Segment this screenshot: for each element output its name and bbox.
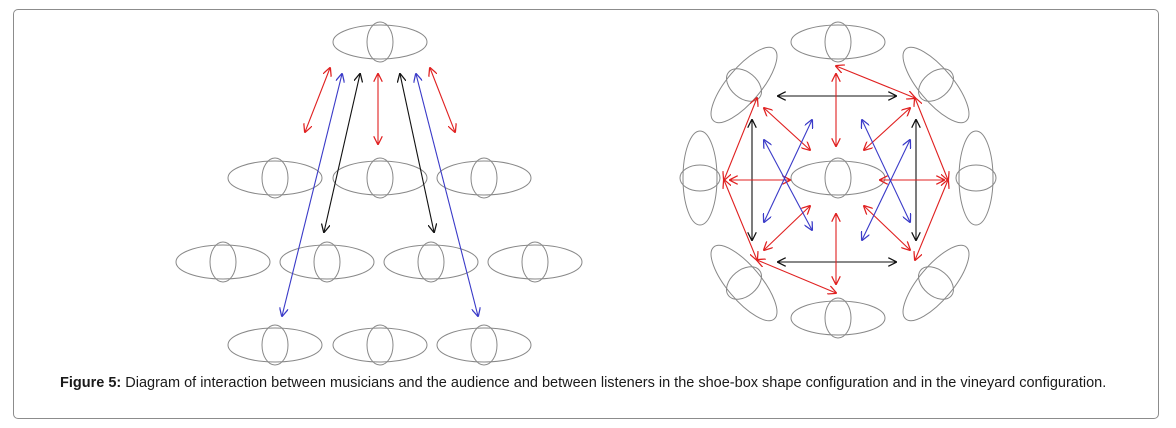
- person-head: [261, 157, 289, 199]
- person-head: [824, 21, 852, 63]
- shoebox-arrows: [282, 68, 478, 316]
- person-body: [227, 327, 323, 363]
- person-body: [332, 327, 428, 363]
- arrow-listener-listener: [864, 206, 910, 250]
- person-body: [790, 24, 886, 60]
- person-head: [918, 68, 954, 102]
- person-head: [209, 241, 237, 283]
- shoebox-people: [175, 21, 583, 366]
- person-body: [279, 244, 375, 280]
- person-head: [955, 164, 997, 192]
- person-body: [332, 24, 428, 60]
- listener: [790, 297, 886, 339]
- arrow-listener-listener: [915, 98, 948, 180]
- listener: [710, 244, 778, 322]
- person-body: [790, 160, 886, 196]
- vineyard-configuration: [679, 21, 997, 339]
- arrow-listener-listener: [862, 120, 910, 222]
- arrow-listener-listener: [724, 180, 757, 260]
- person-body: [902, 244, 970, 322]
- person-head: [726, 266, 762, 300]
- vineyard-people: [679, 21, 997, 339]
- listener: [332, 157, 428, 199]
- person-head: [366, 21, 394, 63]
- person-body: [436, 160, 532, 196]
- person-head: [726, 68, 762, 102]
- arrow-musician-audience: [416, 74, 478, 316]
- arrow-listener-listener: [764, 140, 812, 230]
- person-head: [417, 241, 445, 283]
- person-head: [521, 241, 549, 283]
- person-body: [682, 130, 718, 226]
- listener: [279, 241, 375, 283]
- person-body: [332, 160, 428, 196]
- listener: [227, 324, 323, 366]
- person-body: [790, 300, 886, 336]
- listener: [902, 46, 970, 124]
- person-head: [366, 157, 394, 199]
- arrow-listener-listener: [764, 120, 812, 222]
- person-head: [366, 324, 394, 366]
- listener: [902, 244, 970, 322]
- person-head: [824, 157, 852, 199]
- arrow-listener-listener: [764, 108, 810, 150]
- person-body: [175, 244, 271, 280]
- figure-caption: Figure 5: Diagram of interaction between…: [60, 374, 1112, 393]
- listener: [332, 324, 428, 366]
- person-body: [902, 46, 970, 124]
- arrow-musician-audience: [305, 68, 330, 132]
- listener: [436, 157, 532, 199]
- person-head: [824, 297, 852, 339]
- listener-center: [790, 157, 886, 199]
- person-head: [918, 266, 954, 300]
- arrow-listener-listener: [864, 108, 910, 150]
- arrow-listener-listener: [757, 260, 836, 293]
- listener: [227, 157, 323, 199]
- arrow-musician-audience: [282, 74, 342, 316]
- arrow-listener-listener: [724, 98, 757, 180]
- arrow-musician-audience: [430, 68, 455, 132]
- shoebox-configuration: [175, 21, 583, 366]
- person-body: [436, 327, 532, 363]
- arrow-listener-listener: [915, 180, 948, 260]
- figure-frame: [13, 9, 1159, 419]
- listener: [790, 21, 886, 63]
- person-body: [710, 244, 778, 322]
- listener: [175, 241, 271, 283]
- arrow-listener-listener: [836, 66, 915, 98]
- arrow-musician-audience: [324, 74, 360, 232]
- listener: [436, 324, 532, 366]
- arrow-listener-listener: [862, 140, 910, 240]
- person-body: [227, 160, 323, 196]
- person-body: [487, 244, 583, 280]
- person-head: [470, 324, 498, 366]
- person-head: [679, 164, 721, 192]
- person-head: [261, 324, 289, 366]
- musician: [332, 21, 428, 63]
- figure-caption-text: Diagram of interaction between musicians…: [125, 375, 1107, 391]
- vineyard-arrows: [724, 66, 948, 293]
- person-body: [958, 130, 994, 226]
- listener: [679, 130, 721, 226]
- arrow-musician-audience: [400, 74, 434, 232]
- person-head: [470, 157, 498, 199]
- person-head: [313, 241, 341, 283]
- listener: [955, 130, 997, 226]
- figure-label: Figure 5:: [60, 375, 122, 391]
- listener: [487, 241, 583, 283]
